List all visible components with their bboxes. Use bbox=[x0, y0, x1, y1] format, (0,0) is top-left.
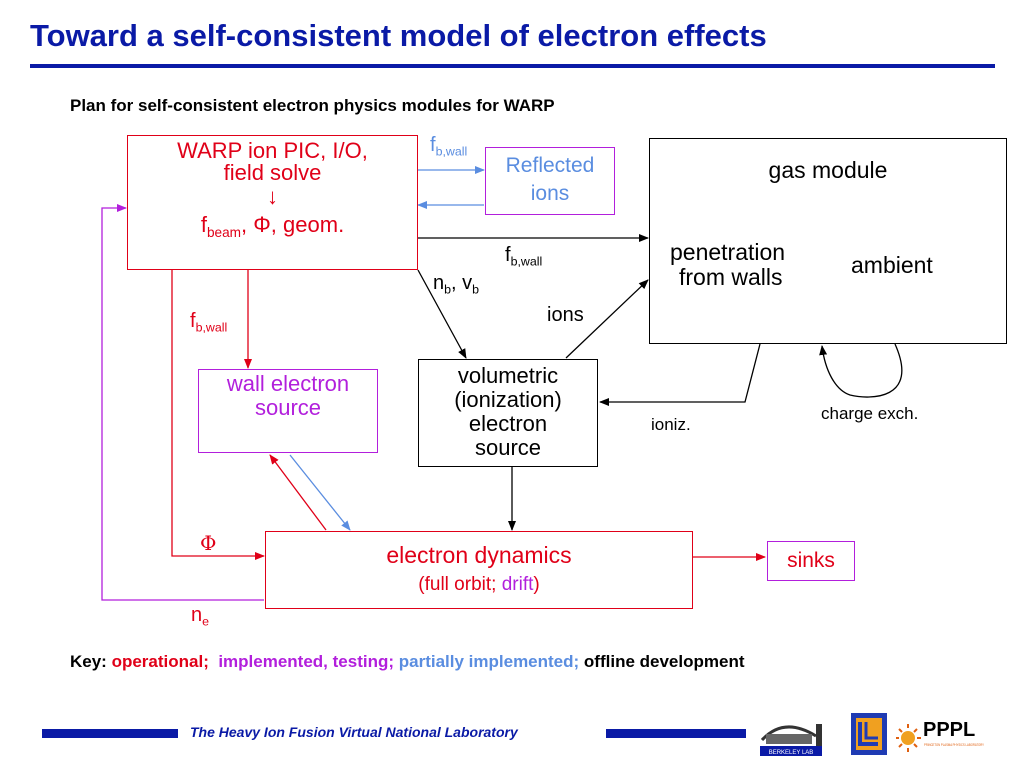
svg-text:PRINCETON PLASMA PHYSICS LABOR: PRINCETON PLASMA PHYSICS LABORATORY bbox=[924, 742, 984, 747]
page-title: Toward a self-consistent model of electr… bbox=[30, 18, 767, 53]
warp-line1: WARP ion PIC, I/O, bbox=[177, 138, 368, 163]
footer-lab-name: The Heavy Ion Fusion Virtual National La… bbox=[190, 724, 518, 740]
label-fbwall-mid: fb,wall bbox=[505, 244, 543, 269]
gas-module-box: gas module penetration from walls ambien… bbox=[649, 138, 1007, 344]
key-offline: offline development bbox=[583, 652, 745, 671]
arrow-ions-to-gas bbox=[565, 279, 649, 359]
wall-source-line1: wall electron bbox=[226, 371, 350, 396]
volumetric-source-box: volumetric (ionization) electron source bbox=[418, 359, 598, 467]
footer-bar-right bbox=[606, 729, 746, 738]
svg-text:PPPL: PPPL bbox=[923, 719, 975, 741]
reflected-line1: Reflected bbox=[505, 154, 595, 177]
label-phi: Φ bbox=[200, 531, 217, 555]
arrow-dynamics-to-wallsource bbox=[269, 454, 327, 531]
subtitle: Plan for self-consistent electron physic… bbox=[70, 96, 555, 115]
dynamics-line1: electron dynamics bbox=[386, 542, 572, 568]
label-charge-exch: charge exch. bbox=[821, 404, 919, 423]
volumetric-line3: electron bbox=[468, 411, 548, 436]
key-partial: partially implemented; bbox=[398, 652, 580, 671]
warp-box: WARP ion PIC, I/O, field solve ↓ fbeam, … bbox=[127, 135, 418, 270]
arrow-ne-feedback bbox=[101, 204, 264, 601]
arrow-gas-to-volumetric bbox=[599, 343, 761, 406]
key-operational: operational; bbox=[111, 652, 209, 671]
title-divider bbox=[30, 64, 995, 68]
dynamics-line2: (full orbit; drift) bbox=[418, 574, 540, 595]
svg-text:BERKELEY LAB: BERKELEY LAB bbox=[769, 750, 814, 756]
wall-source-line2: source bbox=[254, 395, 322, 420]
warp-line3: fbeam, Φ, geom. bbox=[200, 212, 345, 240]
berkeley-lab-icon: BERKELEY LAB bbox=[760, 724, 822, 756]
gas-penetration-line1: penetration bbox=[670, 239, 786, 265]
warp-line2: field solve bbox=[223, 160, 322, 185]
label-ne: ne bbox=[191, 604, 210, 629]
label-nb-vb: nb, vb bbox=[433, 272, 480, 297]
label-ions: ions bbox=[547, 304, 584, 326]
warp-down-arrow: ↓ bbox=[267, 184, 278, 209]
volumetric-line2: (ionization) bbox=[454, 387, 562, 412]
legend-key: Key: operational; implemented, testing; … bbox=[70, 652, 745, 672]
volumetric-line1: volumetric bbox=[457, 363, 559, 388]
arrow-charge-exchange bbox=[819, 343, 903, 398]
pppl-icon: PPPL PRINCETON PLASMA PHYSICS LABORATORY bbox=[896, 719, 984, 752]
arrow-phi bbox=[171, 270, 265, 560]
volumetric-line4: source bbox=[474, 435, 542, 460]
sinks-box: sinks bbox=[767, 541, 855, 581]
wall-electron-source-box: wall electron source bbox=[198, 369, 378, 453]
footer-bar-left bbox=[42, 729, 178, 738]
llnl-icon bbox=[851, 713, 887, 755]
pppl-logo: PPPL PRINCETON PLASMA PHYSICS LABORATORY bbox=[896, 714, 988, 756]
arrow-wallsource-to-dynamics bbox=[289, 454, 351, 531]
label-fbwall-left: fb,wall bbox=[190, 310, 228, 335]
arrow-warp-to-volumetric bbox=[417, 269, 467, 359]
electron-dynamics-box: electron dynamics (full orbit; drift) bbox=[265, 531, 693, 609]
gas-penetration-line2: from walls bbox=[679, 264, 783, 290]
gas-ambient: ambient bbox=[851, 252, 933, 278]
label-ioniz: ioniz. bbox=[651, 415, 691, 434]
sinks-label: sinks bbox=[787, 549, 835, 572]
key-prefix: Key: bbox=[70, 652, 112, 671]
gas-module-title: gas module bbox=[768, 157, 888, 183]
berkeley-lab-logo: BERKELEY LAB bbox=[758, 710, 830, 758]
key-implemented: implemented, testing; bbox=[218, 652, 395, 671]
llnl-logo bbox=[850, 712, 888, 756]
reflected-ions-box: Reflected ions bbox=[485, 147, 615, 215]
reflected-line2: ions bbox=[530, 182, 570, 205]
label-fbwall-top: fb,wall bbox=[430, 134, 468, 159]
